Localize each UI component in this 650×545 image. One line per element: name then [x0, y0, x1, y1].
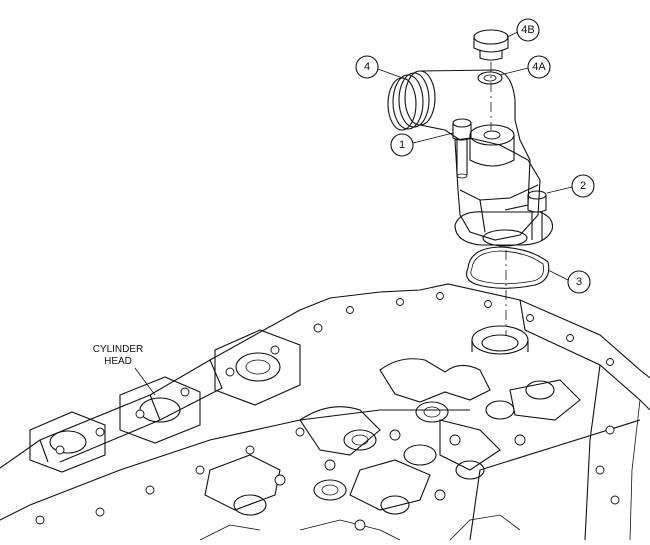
cylinder-head-label-line2: HEAD	[104, 356, 132, 367]
callout-2: 2	[546, 174, 595, 198]
thermostat-housing	[387, 69, 554, 247]
head-bolt-holes	[35, 292, 620, 525]
intake-port-flanges	[29, 329, 301, 473]
thermostat-port	[471, 325, 529, 355]
callout-1-label: 1	[399, 139, 405, 151]
valve-train-pedestals	[199, 358, 581, 541]
callout-4: 4	[355, 55, 409, 81]
assembly-axis	[490, 62, 507, 335]
callout-3: 3	[547, 269, 591, 294]
callout-4a: 4A	[499, 55, 551, 79]
cylinder-head-label-line1: CYLINDER	[93, 344, 144, 355]
plug-4b	[473, 29, 509, 61]
gasket	[466, 246, 550, 289]
cylinder-head	[0, 283, 650, 541]
callout-2-label: 2	[580, 180, 586, 192]
callout-4b-label: 4B	[521, 24, 534, 36]
callout-4b: 4B	[506, 18, 540, 42]
callout-4-label: 4	[364, 61, 370, 73]
washer-4a	[477, 71, 503, 85]
callout-4a-label: 4A	[532, 61, 546, 73]
callout-1: 1	[390, 132, 454, 157]
bolt-2	[527, 190, 547, 240]
bolt-1	[452, 118, 472, 179]
callout-3-label: 3	[576, 276, 582, 288]
cylinder-head-label: CYLINDER HEAD	[93, 344, 156, 396]
